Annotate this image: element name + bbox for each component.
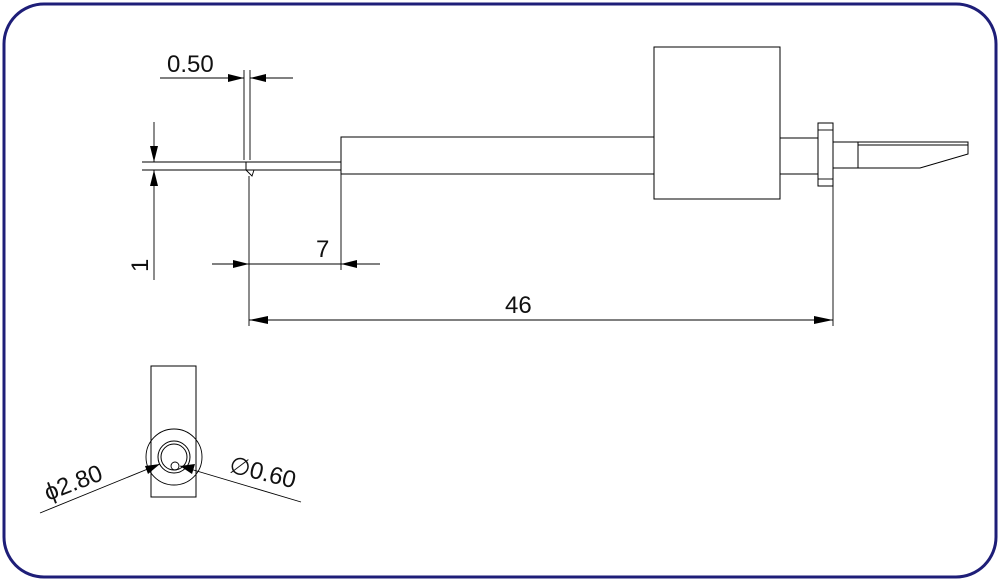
- probe-connector: [857, 141, 969, 169]
- probe-rear-stem: [832, 141, 859, 169]
- probe-block: [653, 46, 781, 200]
- end-view-block: [150, 365, 197, 498]
- dimension-tip-length: 7: [316, 236, 329, 263]
- inner-hole: [170, 461, 180, 471]
- dimension-overall-length: 46: [505, 292, 532, 319]
- bore-ring-outer: [157, 440, 191, 474]
- outer-bore: [145, 428, 203, 486]
- outer-diameter-value: 2.80: [53, 460, 106, 502]
- dimension-lines: [142, 70, 834, 326]
- probe-shaft: [340, 136, 656, 175]
- probe-needle: [245, 161, 343, 171]
- dimension-inner-diameter: ∅0.60: [227, 452, 299, 495]
- probe-flange: [817, 122, 834, 187]
- probe-rear-shaft: [779, 137, 821, 175]
- dimension-tip-height: 1: [127, 259, 154, 272]
- probe-side-view: [245, 46, 969, 200]
- dimension-tip-width: 0.50: [167, 51, 214, 78]
- probe-end-view: [39, 365, 302, 514]
